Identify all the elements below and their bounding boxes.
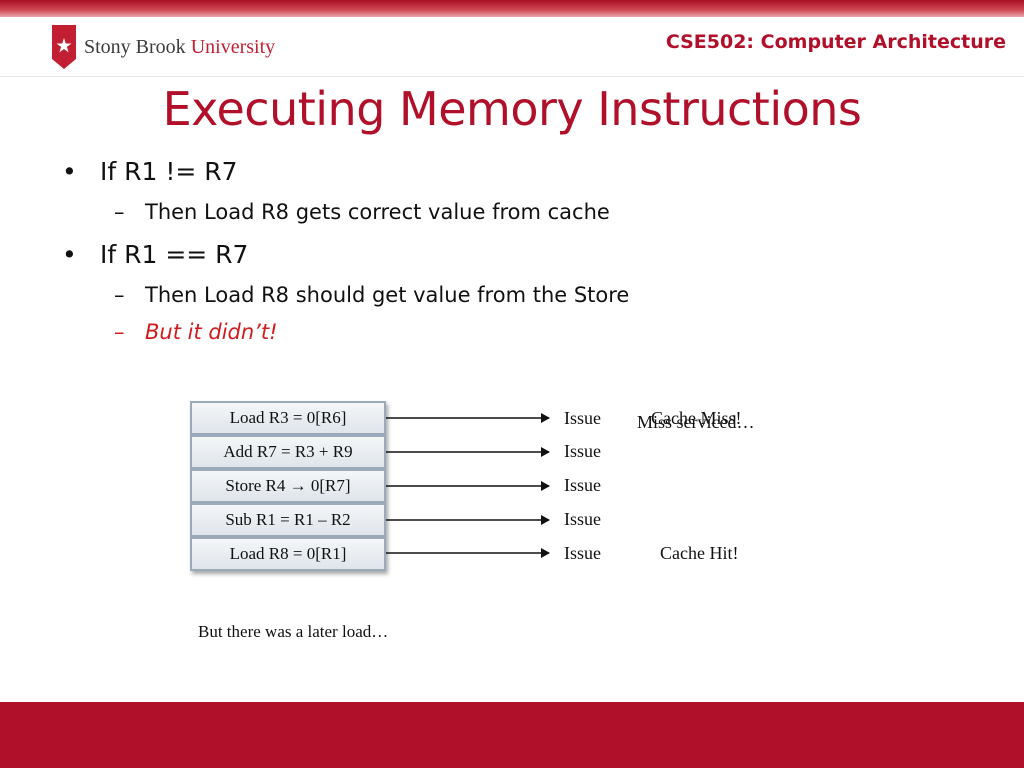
bullet-marker: • bbox=[62, 240, 77, 269]
bullet-marker: • bbox=[62, 157, 77, 186]
sub-bullet-marker: – bbox=[114, 200, 125, 224]
cache-hit-note: Cache Hit! bbox=[660, 543, 739, 563]
later-load-caption: But there was a later load… bbox=[198, 622, 389, 641]
slide-title: Executing Memory Instructions bbox=[162, 82, 862, 136]
bullet-item: • If R1 != R7 bbox=[62, 157, 238, 186]
shield-logo-icon bbox=[52, 25, 76, 69]
top-accent-bar bbox=[0, 0, 1024, 17]
logo-wordmark: Stony Brook University bbox=[84, 36, 275, 59]
instruction-load-r3: Load R3 = 0[R6] bbox=[192, 403, 384, 433]
sub-bullet-text: Then Load R8 gets correct value from cac… bbox=[145, 200, 610, 224]
issue-label: Issue bbox=[564, 509, 601, 529]
sub-bullet-marker: – bbox=[114, 320, 125, 344]
logo-university: University bbox=[190, 35, 276, 58]
miss-serviced-note: Miss serviced… bbox=[637, 412, 755, 432]
issue-label: Issue bbox=[564, 441, 601, 461]
sub-bullet-text: Then Load R8 should get value from the S… bbox=[145, 283, 630, 307]
issue-label: Issue bbox=[564, 543, 601, 563]
course-title: CSE502: Computer Architecture bbox=[665, 31, 1006, 53]
issue-label: Issue bbox=[564, 408, 601, 428]
cache-miss-note: Cache Miss! bbox=[651, 408, 742, 428]
university-logo: Stony Brook University bbox=[52, 24, 275, 70]
instruction-load-r8: Load R8 = 0[R1] bbox=[192, 539, 384, 569]
sub-bullet-item: – Then Load R8 should get value from the… bbox=[114, 283, 630, 307]
sub-bullet-item: – Then Load R8 gets correct value from c… bbox=[114, 200, 610, 224]
logo-word: Stony Brook bbox=[84, 35, 186, 58]
footer-bar bbox=[0, 702, 1024, 768]
header-divider bbox=[0, 76, 1024, 77]
emphasis-sub-bullet: – But it didn’t! bbox=[114, 320, 278, 344]
instruction-add-r7: Add R7 = R3 + R9 bbox=[192, 437, 384, 467]
bullet-text: If R1 == R7 bbox=[100, 240, 249, 269]
instruction-store-r4: Store R4 → 0[R7] bbox=[192, 471, 384, 501]
sub-bullet-marker: – bbox=[114, 283, 125, 307]
bullet-text: If R1 != R7 bbox=[100, 157, 238, 186]
issue-label: Issue bbox=[564, 475, 601, 495]
instruction-sub-r1: Sub R1 = R1 – R2 bbox=[192, 505, 384, 535]
bullet-item: • If R1 == R7 bbox=[62, 240, 249, 269]
emphasis-text: But it didn’t! bbox=[145, 320, 278, 344]
